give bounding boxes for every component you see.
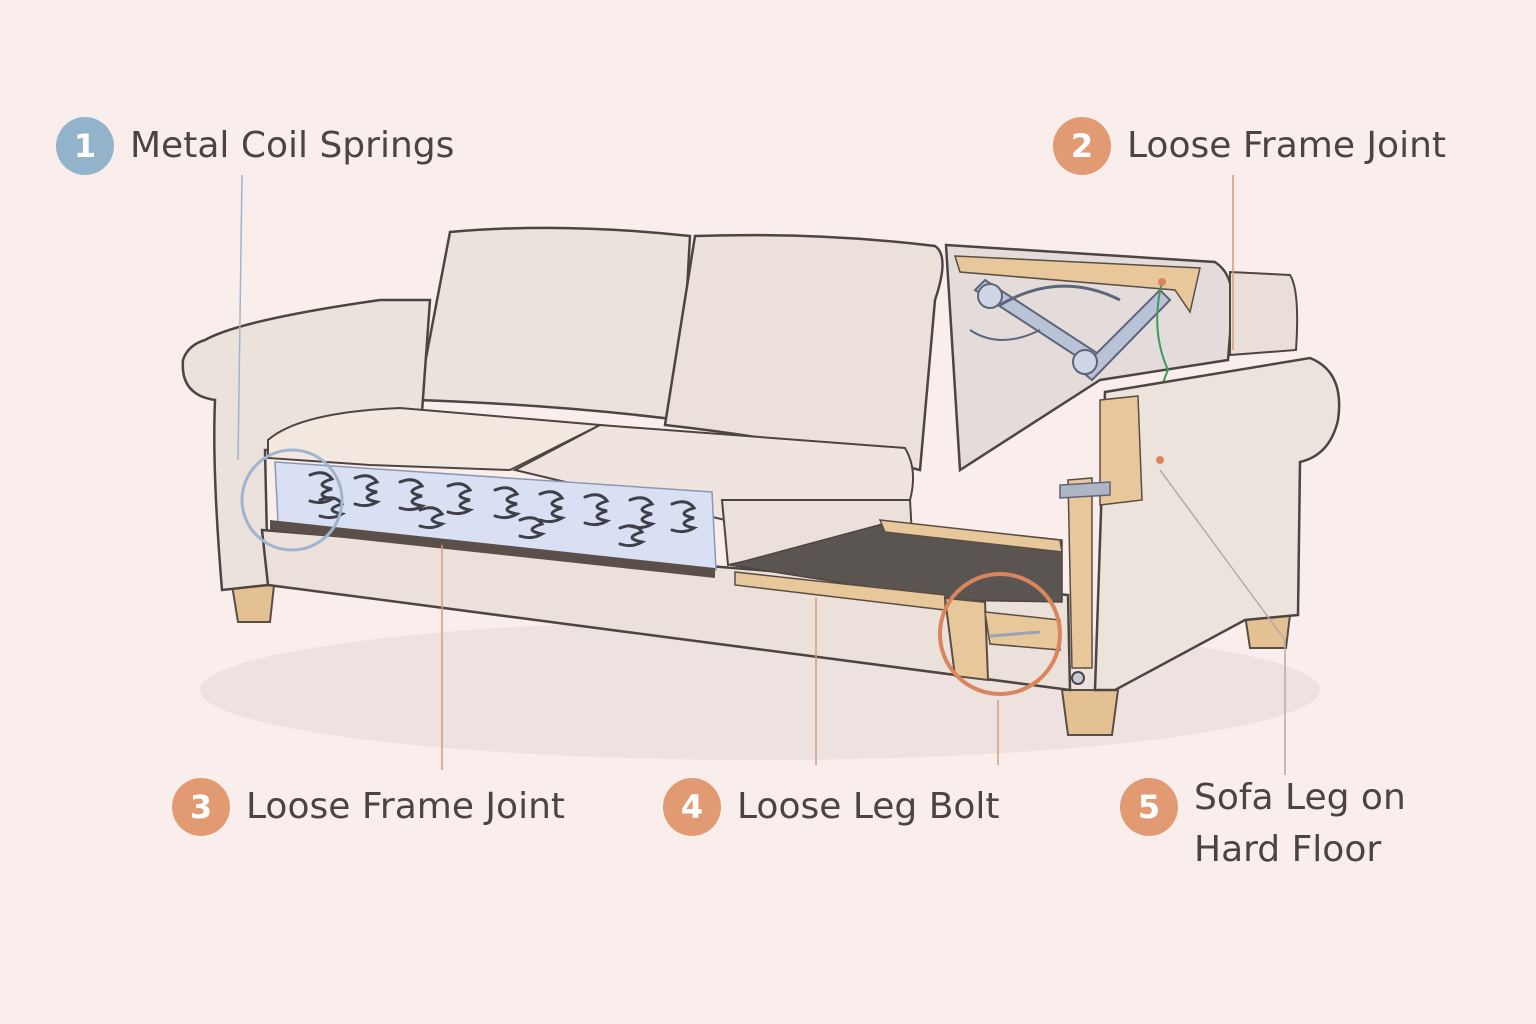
- leader-lines: [237, 174, 1286, 775]
- springs-highlight-ring: [240, 448, 344, 552]
- arm-right-back: [1229, 270, 1299, 357]
- seat-deck-cross-rail: [878, 519, 1063, 553]
- back-frame-top-rail: [953, 255, 1201, 314]
- leader-5: [1159, 469, 1286, 775]
- callout-2: 2 Loose Frame Joint: [1053, 117, 1446, 175]
- arm-right: [1093, 356, 1341, 692]
- callout-badge: 5: [1120, 778, 1178, 836]
- recliner-mechanism: [969, 278, 1172, 382]
- callout-badge: 1: [56, 117, 114, 175]
- joint-bolt: [989, 630, 1041, 638]
- callout-text: Metal Coil Springs: [130, 125, 455, 166]
- callout-badge: 4: [663, 778, 721, 836]
- callout-text: Loose Frame Joint: [1127, 125, 1447, 166]
- callout-text: Loose Leg Bolt: [737, 786, 1000, 827]
- seat-cushion-left: [267, 406, 604, 472]
- leg-front-left: [230, 584, 276, 623]
- leg-bolt-highlight-ring: [938, 572, 1062, 696]
- coil-springs: [308, 471, 699, 548]
- spring-bed-base: [270, 520, 715, 578]
- callout-1: 1 Metal Coil Springs: [56, 117, 454, 175]
- leg-bolt-head: [1071, 671, 1085, 685]
- callout-badge: 2: [1053, 117, 1111, 175]
- back-cushion-left: [416, 226, 692, 422]
- callout-3: 3 Loose Frame Joint: [172, 778, 565, 836]
- callout-text: Sofa Leg on Hard Floor: [1194, 777, 1406, 870]
- callout-4: 4 Loose Leg Bolt: [663, 778, 1000, 836]
- corner-rail: [984, 611, 1061, 651]
- callout-text: Loose Frame Joint: [246, 786, 566, 827]
- metal-bracket: [1059, 481, 1111, 499]
- callout-badge: 3: [172, 778, 230, 836]
- arm-right-inner-post: [1067, 477, 1093, 669]
- arm-right-frame-post: [1099, 395, 1143, 506]
- corner-block: [943, 596, 990, 682]
- callout-5: 5 Sofa Leg on Hard Floor: [1120, 777, 1406, 876]
- leg-front-right: [1060, 689, 1120, 736]
- leader-1: [237, 174, 243, 461]
